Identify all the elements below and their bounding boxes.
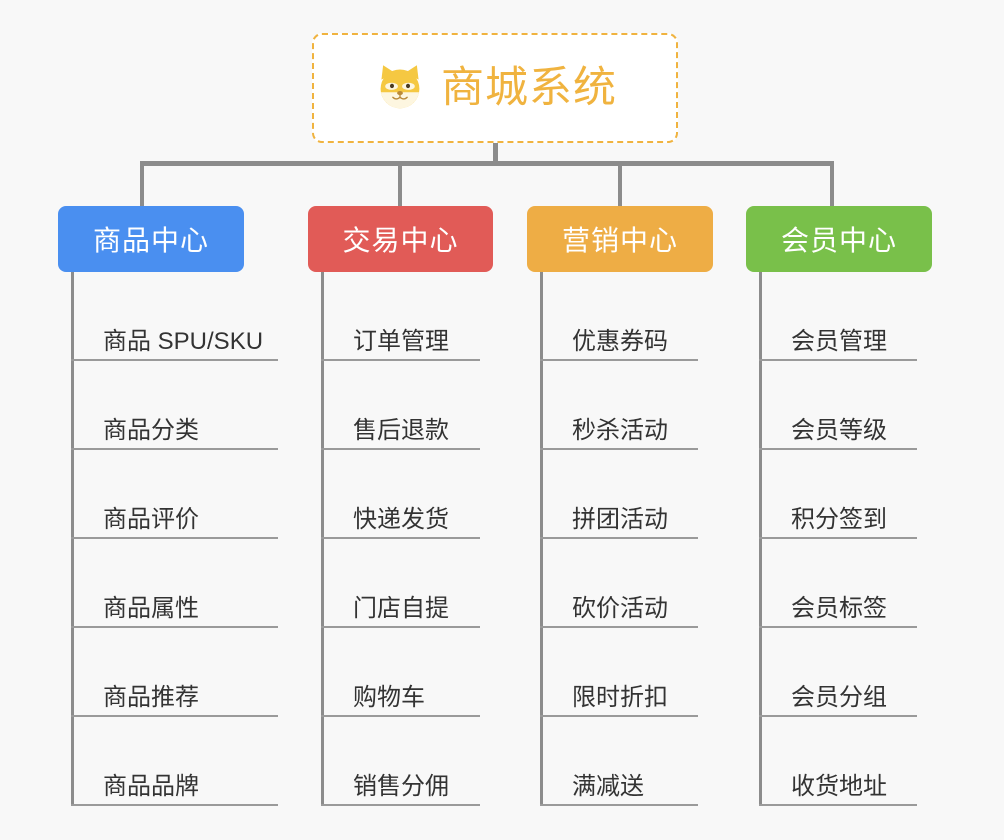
leaf-underline (540, 448, 698, 450)
leaf-item-label: 优惠券码 (572, 327, 668, 355)
leaf-underline (71, 715, 278, 717)
connector-root-stem (493, 143, 498, 165)
connector-trunk (540, 272, 543, 806)
category-column: 营销中心优惠券码秒杀活动拼团活动砍价活动限时折扣满减送 (527, 206, 713, 806)
leaf-underline (71, 448, 278, 450)
leaf-underline (71, 359, 278, 361)
leaf-item-label: 商品分类 (103, 416, 199, 444)
leaf-underline (759, 715, 917, 717)
leaf-underline (71, 804, 278, 806)
connector-trunk (759, 272, 762, 806)
leaf-item-label: 会员标签 (791, 594, 887, 622)
leaf-item-label: 收货地址 (791, 772, 887, 800)
category-header[interactable]: 商品中心 (58, 206, 244, 272)
leaf-underline (540, 359, 698, 361)
leaf-underline (321, 537, 480, 539)
leaf-underline (759, 537, 917, 539)
leaf-item[interactable]: 会员管理 (746, 272, 932, 361)
leaf-item-label: 限时折扣 (572, 683, 668, 711)
leaf-item[interactable]: 商品推荐 (58, 628, 278, 717)
leaf-item[interactable]: 商品评价 (58, 450, 278, 539)
leaf-item-label: 会员管理 (791, 327, 887, 355)
leaf-item[interactable]: 积分签到 (746, 450, 932, 539)
leaf-underline (540, 626, 698, 628)
category-item-list: 优惠券码秒杀活动拼团活动砍价活动限时折扣满减送 (527, 272, 713, 806)
leaf-item[interactable]: 收货地址 (746, 717, 932, 806)
leaf-item[interactable]: 秒杀活动 (527, 361, 713, 450)
leaf-item[interactable]: 会员等级 (746, 361, 932, 450)
leaf-item[interactable]: 门店自提 (308, 539, 493, 628)
leaf-item-label: 快递发货 (353, 505, 449, 533)
leaf-item[interactable]: 购物车 (308, 628, 493, 717)
leaf-item-label: 商品属性 (103, 594, 199, 622)
leaf-item[interactable]: 销售分佣 (308, 717, 493, 806)
connector-drop-4 (830, 161, 834, 207)
leaf-item[interactable]: 快递发货 (308, 450, 493, 539)
shiba-dog-icon (380, 65, 420, 110)
leaf-underline (71, 537, 278, 539)
leaf-underline (540, 804, 698, 806)
leaf-item[interactable]: 商品属性 (58, 539, 278, 628)
category-header[interactable]: 交易中心 (308, 206, 493, 272)
leaf-item[interactable]: 商品 SPU/SKU (58, 272, 278, 361)
leaf-underline (321, 715, 480, 717)
leaf-item[interactable]: 优惠券码 (527, 272, 713, 361)
leaf-underline (321, 626, 480, 628)
category-item-list: 商品 SPU/SKU 商品分类商品评价商品属性商品推荐商品品牌 (58, 272, 278, 806)
leaf-underline (321, 448, 480, 450)
leaf-underline (759, 804, 917, 806)
connector-horizontal-bus (140, 161, 834, 166)
leaf-underline (759, 359, 917, 361)
leaf-item-label: 销售分佣 (353, 772, 449, 800)
leaf-item[interactable]: 拼团活动 (527, 450, 713, 539)
connector-trunk (321, 272, 324, 806)
category-header[interactable]: 会员中心 (746, 206, 932, 272)
category-header[interactable]: 营销中心 (527, 206, 713, 272)
leaf-item[interactable]: 会员分组 (746, 628, 932, 717)
leaf-underline (540, 715, 698, 717)
category-column: 商品中心商品 SPU/SKU 商品分类商品评价商品属性商品推荐商品品牌 (58, 206, 278, 806)
leaf-item-label: 拼团活动 (572, 505, 668, 533)
leaf-item[interactable]: 砍价活动 (527, 539, 713, 628)
leaf-item[interactable]: 售后退款 (308, 361, 493, 450)
category-item-list: 会员管理会员等级积分签到会员标签会员分组收货地址 (746, 272, 932, 806)
category-column: 会员中心会员管理会员等级积分签到会员标签会员分组收货地址 (746, 206, 932, 806)
leaf-item-label: 商品评价 (103, 505, 199, 533)
leaf-item[interactable]: 限时折扣 (527, 628, 713, 717)
leaf-item[interactable]: 满减送 (527, 717, 713, 806)
leaf-underline (759, 626, 917, 628)
leaf-item-label: 积分签到 (791, 505, 887, 533)
leaf-item-label: 秒杀活动 (572, 416, 668, 444)
root-node[interactable]: 商城系统 (312, 33, 678, 143)
leaf-item[interactable]: 会员标签 (746, 539, 932, 628)
leaf-item[interactable]: 订单管理 (308, 272, 493, 361)
connector-drop-1 (140, 161, 144, 207)
leaf-item[interactable]: 商品分类 (58, 361, 278, 450)
leaf-item[interactable]: 商品品牌 (58, 717, 278, 806)
leaf-item-label: 砍价活动 (572, 594, 668, 622)
leaf-item-label: 会员分组 (791, 683, 887, 711)
leaf-item-label: 门店自提 (353, 594, 449, 622)
leaf-item-label: 商品 SPU/SKU (103, 327, 264, 355)
leaf-item-label: 满减送 (572, 772, 644, 800)
leaf-item-label: 订单管理 (353, 327, 449, 355)
root-title: 商城系统 (441, 63, 617, 112)
leaf-item-label: 商品推荐 (103, 683, 199, 711)
category-column: 交易中心订单管理售后退款快递发货门店自提购物车销售分佣 (308, 206, 493, 806)
connector-trunk (71, 272, 74, 806)
leaf-underline (71, 626, 278, 628)
leaf-underline (321, 804, 480, 806)
leaf-underline (759, 448, 917, 450)
category-item-list: 订单管理售后退款快递发货门店自提购物车销售分佣 (308, 272, 493, 806)
connector-drop-3 (618, 161, 622, 207)
leaf-underline (540, 537, 698, 539)
leaf-item-label: 会员等级 (791, 416, 887, 444)
leaf-item-label: 购物车 (353, 683, 425, 711)
leaf-item-label: 商品品牌 (103, 772, 199, 800)
leaf-item-label: 售后退款 (353, 416, 449, 444)
connector-drop-2 (398, 161, 402, 207)
leaf-underline (321, 359, 480, 361)
